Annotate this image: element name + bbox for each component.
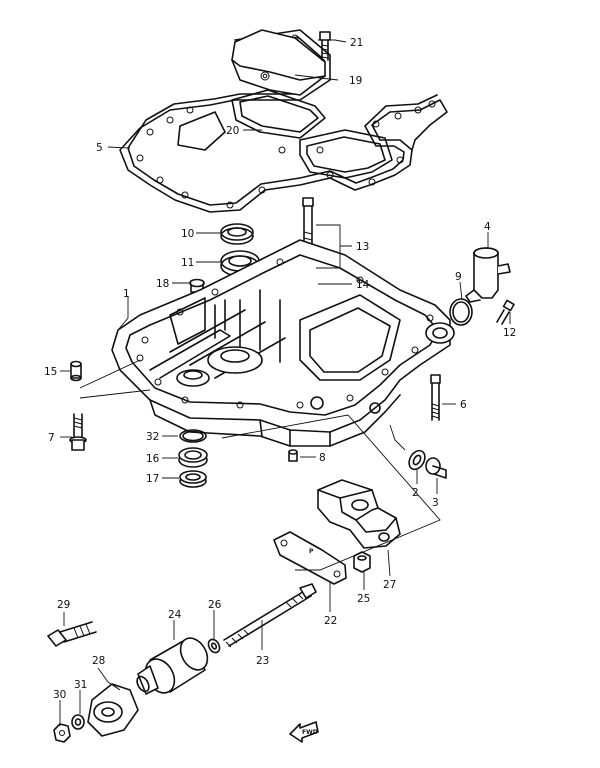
part-label-27: 27 [383,579,396,591]
bearing-16-part [178,447,208,468]
water-fitting-4-part [465,247,511,303]
part-label-18: 18 [156,278,169,290]
part-label-3: 3 [432,497,439,509]
part-label-11: 11 [181,257,194,269]
forward-direction-arrow: FWD [289,721,319,743]
bolt-7-part [69,413,87,451]
part-label-1: 1 [123,288,130,300]
part-label-22: 22 [324,615,337,627]
nut-25-part [353,551,371,573]
part-labels: 21 19 20 5 10 11 13 14 18 1 15 7 32 16 1… [44,37,516,701]
part-label-20: 20 [226,125,239,137]
part-label-15: 15 [44,366,57,378]
callout-lines [59,39,511,726]
part-label-5: 5 [96,142,103,154]
part-label-26: 26 [208,599,222,611]
cover-part [231,29,326,96]
part-label-2: 2 [412,487,419,499]
bolt-21-part [319,31,331,61]
part-label-29: 29 [57,599,70,611]
part-label-25: 25 [357,593,370,605]
bolt-12-part [496,299,515,325]
part-label-19: 19 [349,75,362,87]
forward-label: FWD [302,729,318,736]
part-label-28: 28 [92,655,105,667]
part-label-32: 32 [146,431,159,443]
circlip-32-part [179,429,207,443]
part-label-9: 9 [455,271,462,283]
part-label-12: 12 [503,327,516,339]
washer-31-part [71,714,85,730]
oil-pan-part [111,239,455,447]
dowel-pin-15-part [70,360,82,382]
part-label-24: 24 [168,609,182,621]
part-label-23: 23 [256,655,269,667]
part-label-10: 10 [181,228,194,240]
part-label-16: 16 [146,453,160,465]
oil-pan-gasket-part [119,29,448,213]
pin-8-part [288,449,298,462]
mount-bracket-27-part [317,479,401,549]
drain-plug-3-part [425,457,447,479]
stud-23-part [223,583,317,648]
part-label-6: 6 [460,399,467,411]
svg-text:P: P [309,548,314,555]
mount-rubber-24-part [136,637,209,695]
oil-seal-17-part [179,470,207,488]
part-label-4: 4 [484,221,491,233]
cover-gasket-part [231,89,326,139]
part-label-21: 21 [350,37,363,49]
part-label-14: 14 [356,279,370,291]
o-ring-9-part [449,298,473,326]
part-label-8: 8 [319,452,326,464]
washer-26-part [207,638,221,654]
oil-seal-10-part [220,223,254,245]
mount-cover-28-part [87,683,139,737]
part-label-17: 17 [146,473,159,485]
bolt-6-part [430,374,441,421]
bolt-29-part [47,621,97,647]
gasket-22-part: P [273,531,347,585]
part-label-31: 31 [74,679,87,691]
nut-30-part [53,723,71,743]
part-label-30: 30 [53,689,66,701]
gasket-2-part [408,449,426,471]
part-label-7: 7 [48,432,55,444]
part-label-13: 13 [356,241,369,253]
